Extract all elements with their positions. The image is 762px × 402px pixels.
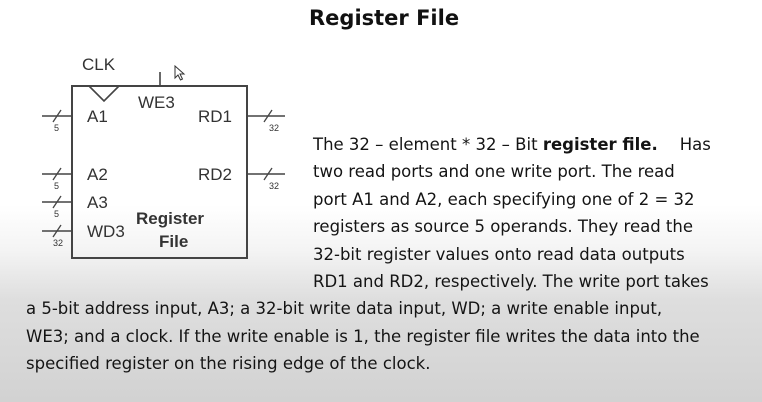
mouse-cursor-icon <box>174 65 186 81</box>
register-file-diagram: CLK WE3 A1 A2 A3 WD3 RD1 RD2 Register Fi… <box>42 55 285 259</box>
port-rd2-label: RD2 <box>198 165 232 184</box>
bus-width-a3: 5 <box>54 209 59 219</box>
paragraph-line-8: WE3; and a clock. If the write enable is… <box>26 326 700 346</box>
bus-width-rd2: 32 <box>269 181 279 191</box>
block-name-line1: Register <box>136 209 204 228</box>
paragraph-line-1: The 32 – element * 32 – Bit register fil… <box>26 131 746 158</box>
bus-a1: 5 <box>42 109 72 133</box>
bus-rd2: 32 <box>247 167 285 191</box>
port-a3-label: A3 <box>87 193 108 212</box>
paragraph-line-6: RD1 and RD2, respectively. The write por… <box>313 272 709 292</box>
bus-width-a1: 5 <box>54 123 59 133</box>
slide-title: Register File <box>309 6 460 30</box>
block-name-line2: File <box>159 232 188 251</box>
register-file-term: register file. <box>542 135 658 154</box>
port-wd3-label: WD3 <box>87 222 125 241</box>
bus-rd1: 32 <box>247 109 285 133</box>
bus-width-wd3: 32 <box>53 238 63 248</box>
paragraph-line-3: port A1 and A2, each specifying one of 2… <box>313 189 695 209</box>
paragraph-line-5: 32-bit register values onto read data ou… <box>313 244 685 264</box>
paragraph-line-4: registers as source 5 operands. They rea… <box>313 217 694 237</box>
port-rd1-label: RD1 <box>198 107 232 126</box>
port-a2-label: A2 <box>87 165 108 184</box>
bus-wd3: 32 <box>42 224 72 248</box>
we3-label: WE3 <box>138 93 175 112</box>
bus-width-rd1: 32 <box>269 123 279 133</box>
clk-label: CLK <box>82 55 116 74</box>
paragraph-line-7: a 5-bit address input, A3; a 32-bit writ… <box>26 299 663 319</box>
paragraph-line-1-end: Has <box>679 135 711 154</box>
paragraph-line-1-start: The 32 – element * 32 – Bit <box>313 135 543 154</box>
bus-a2: 5 <box>42 167 72 191</box>
bus-width-a2: 5 <box>54 181 59 191</box>
clock-triangle <box>88 85 120 103</box>
description-paragraph: The 32 – element * 32 – Bit register fil… <box>26 131 746 378</box>
paragraph-line-2: two read ports and one write port. The r… <box>313 162 675 182</box>
port-a1-label: A1 <box>87 107 108 126</box>
paragraph-line-9: specified register on the rising edge of… <box>26 354 431 374</box>
bus-a3: 5 <box>42 195 72 219</box>
